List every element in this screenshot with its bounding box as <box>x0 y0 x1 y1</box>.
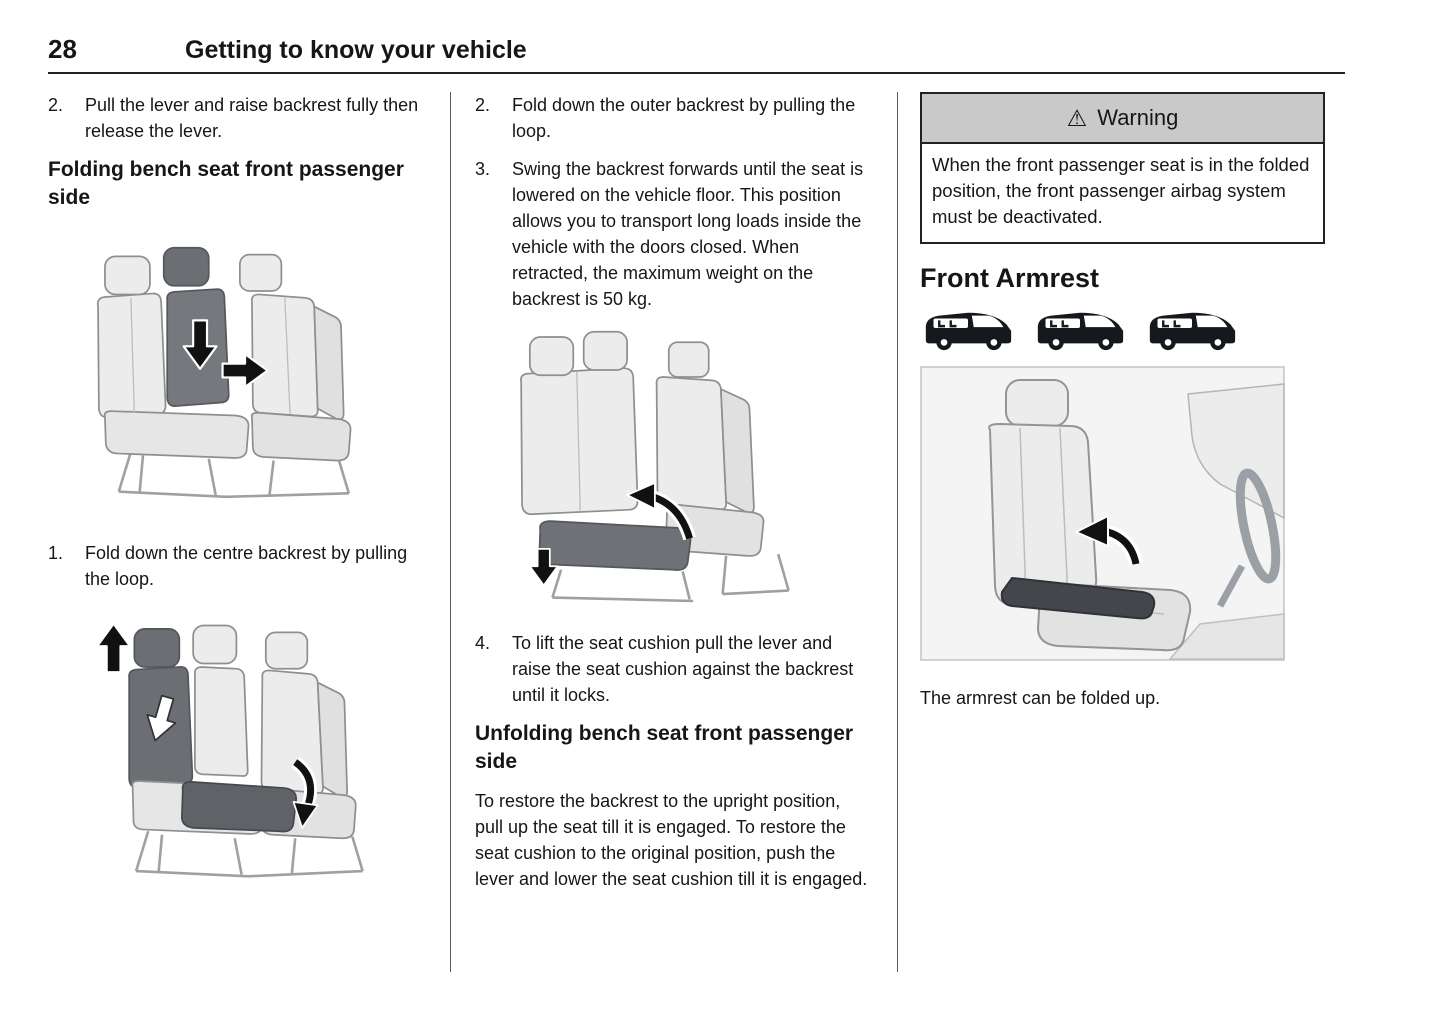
bench-seat-fold-illustration <box>96 246 352 499</box>
left-column: 2. Pull the lever and raise backrest ful… <box>48 92 450 984</box>
bench-seat-lowered-illustration <box>520 330 790 603</box>
warning-box: ⚠ Warning When the front passenger seat … <box>920 92 1325 244</box>
list-item-text: Fold down the outer backrest by pulling … <box>512 95 856 141</box>
figure-caption: The armrest can be folded up. <box>920 688 1161 708</box>
list-item-text: Fold down the centre backrest by pulling… <box>85 543 408 589</box>
van-variant-icon <box>1149 312 1236 351</box>
van-variant-icon <box>1037 312 1124 351</box>
list-item-number: 2. <box>475 95 491 115</box>
warning-text: When the front passenger seat is in the … <box>932 154 1310 227</box>
list-item: 3. Swing the backrest forwards until the… <box>475 156 873 312</box>
header-rule <box>48 72 1345 74</box>
body-paragraph: To restore the backrest to the upright p… <box>475 791 868 889</box>
list-item-text: Pull the lever and raise backrest fully … <box>85 95 419 141</box>
bench-seat-folded-illustration <box>96 622 364 878</box>
van-variant-icon <box>925 312 1012 351</box>
column-divider <box>450 92 451 972</box>
middle-column: 2. Fold down the outer backrest by pulli… <box>451 92 897 984</box>
column-divider <box>897 92 898 972</box>
right-column: ⚠ Warning When the front passenger seat … <box>898 92 1325 984</box>
vehicle-variant-icons <box>920 306 1325 352</box>
page-number: 28 <box>48 34 77 64</box>
section-heading: Folding bench seat front passenger side <box>48 158 404 209</box>
page-content: 2. Pull the lever and raise backrest ful… <box>48 92 1445 984</box>
warning-triangle-icon: ⚠ <box>1066 104 1088 131</box>
warning-title: Warning <box>1097 105 1179 130</box>
list-item: 2. Fold down the outer backrest by pulli… <box>475 92 873 144</box>
section-heading: Unfolding bench seat front passenger sid… <box>475 722 854 773</box>
page-header: 28 Getting to know your vehicle <box>0 0 1445 65</box>
list-item-text: To lift the seat cushion pull the lever … <box>512 633 854 705</box>
list-item-text: Swing the backrest forwards until the se… <box>512 159 864 309</box>
list-item: 2. Pull the lever and raise backrest ful… <box>48 92 430 144</box>
list-item-number: 3. <box>475 159 491 179</box>
list-item-number: 2. <box>48 95 64 115</box>
list-item-number: 1. <box>48 543 64 563</box>
list-item-number: 4. <box>475 633 491 653</box>
section-heading: Front Armrest <box>920 263 1100 293</box>
list-item: 1. Fold down the centre backrest by pull… <box>48 540 430 592</box>
page-title: Getting to know your vehicle <box>185 36 527 64</box>
warning-header: ⚠ Warning <box>922 94 1323 144</box>
front-armrest-illustration <box>920 366 1285 661</box>
list-item: 4. To lift the seat cushion pull the lev… <box>475 630 873 708</box>
